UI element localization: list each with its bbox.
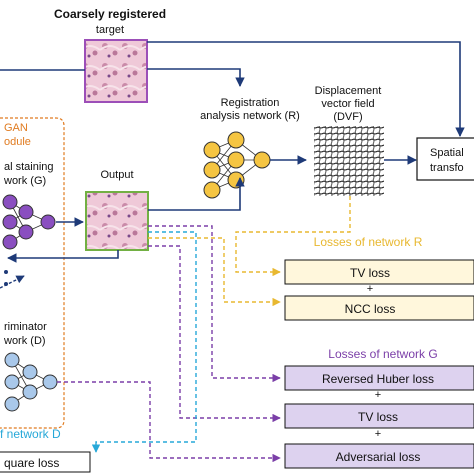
losses-g-title: Losses of network G — [328, 347, 437, 361]
target-title: Coarsely registered — [54, 7, 166, 21]
discriminator-network — [4, 352, 58, 412]
loss-d-label: quare loss — [4, 456, 59, 470]
loss-g-plus-1: + — [375, 389, 381, 401]
loss-g-tv-box — [284, 403, 474, 429]
junction-dot-2 — [4, 282, 8, 286]
dvf-label-line2: vector field — [321, 98, 374, 110]
arrow-output-to-discriminator — [7, 250, 119, 263]
loss-g-adversarial-box — [284, 443, 474, 469]
junction-dot-1 — [4, 270, 8, 274]
target-image — [84, 39, 148, 103]
spatial-transformer-line2: transfo — [430, 162, 464, 174]
generator-label-line1: al staining — [4, 161, 54, 173]
arrow-output-to-huber-loss — [148, 225, 281, 383]
loss-r-ncc-box — [284, 295, 474, 321]
loss-r-plus: + — [367, 283, 373, 295]
arrow-output-to-registration — [148, 177, 245, 211]
arrow-output-to-ncc-loss — [148, 237, 281, 307]
dvf-label-line3: (DVF) — [333, 111, 362, 123]
registration-label-line2: analysis network (R) — [200, 110, 300, 122]
arrow-discriminator-to-adversarial-loss — [57, 381, 281, 463]
output-image — [85, 191, 149, 251]
arrow-target-to-transformer — [147, 41, 465, 137]
arrow-output-to-tv-g-loss — [148, 245, 281, 423]
loss-r-ncc-label: NCC loss — [345, 302, 396, 316]
arrow-dvf-to-tv-loss — [235, 196, 351, 277]
losses-d-title: f network D — [0, 427, 61, 441]
target-subtitle: target — [96, 24, 124, 36]
loss-g-huber-label: Reversed Huber loss — [322, 372, 434, 386]
spatial-transformer-line1: Spatial — [430, 147, 464, 159]
loss-r-tv-label: TV loss — [350, 266, 390, 280]
loss-d-box — [0, 451, 91, 473]
generator-label-line2: work (G) — [3, 175, 46, 187]
loss-g-tv-label: TV loss — [358, 410, 398, 424]
gan-module-label-line2: odule — [4, 136, 31, 148]
spatial-transformer-box — [416, 137, 474, 181]
discriminator-label-line1: riminator — [4, 321, 47, 333]
discriminator-label-line2: work (D) — [3, 335, 46, 347]
registration-network — [203, 131, 271, 199]
loss-g-adversarial-label: Adversarial loss — [336, 450, 421, 464]
registration-label-line1: Registration — [221, 97, 280, 109]
loss-r-tv-box — [284, 259, 474, 285]
dvf-label-line1: Displacement — [315, 85, 382, 97]
arrow-feedback-dashed — [0, 275, 25, 289]
loss-g-huber-box — [284, 365, 474, 391]
arrow-output-to-d-loss — [91, 231, 197, 453]
output-label: Output — [100, 169, 133, 181]
loss-g-plus-2: + — [375, 428, 381, 440]
gan-module-label-line1: GAN — [4, 122, 28, 134]
dvf-field-image — [314, 126, 384, 196]
losses-r-title: Losses of network R — [314, 235, 423, 249]
gan-module-frame — [0, 117, 65, 429]
generator-network — [2, 194, 56, 250]
arrow-target-to-registration — [147, 68, 245, 87]
